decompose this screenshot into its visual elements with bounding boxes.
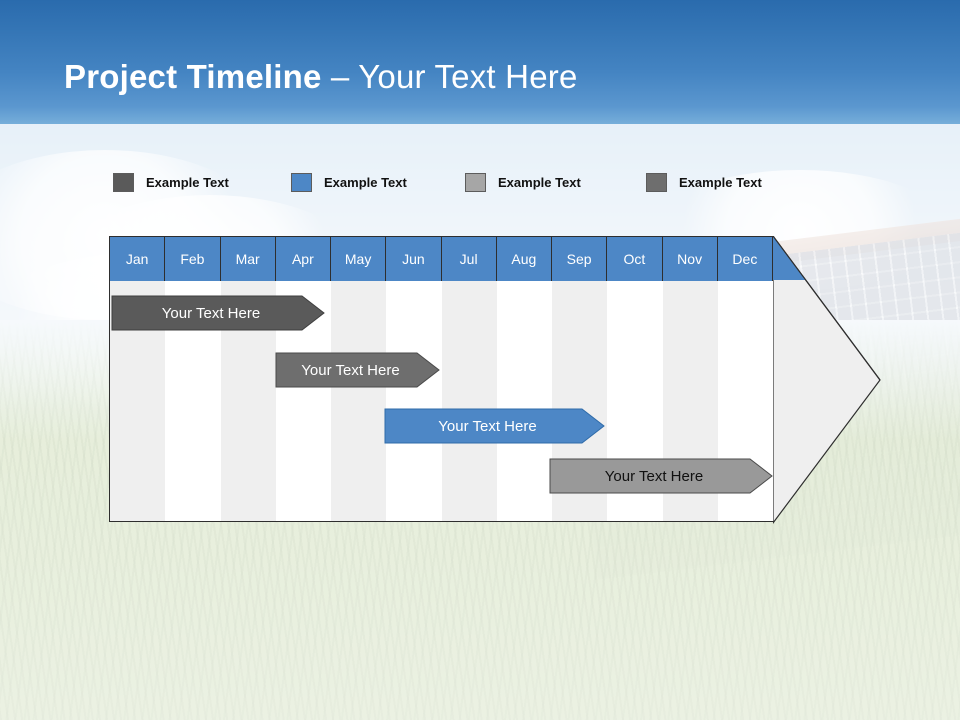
legend-swatch-icon [465,172,486,192]
task-bar-shape [549,458,773,494]
task-bar-label: Your Text Here [438,417,537,435]
task-bar-1[interactable]: Your Text Here [111,295,325,331]
task-bar-2[interactable]: Your Text Here [275,352,440,388]
timeline-column-jul: Jul [441,237,497,521]
legend-label: Example Text [146,174,229,190]
task-bar-shape [275,352,440,388]
timeline-column-aug: Aug [496,237,552,521]
legend-label: Example Text [679,174,762,190]
task-bar-4[interactable]: Your Text Here [549,458,773,494]
legend-item-2[interactable]: Example Text [291,170,407,194]
page-title-separator: – [321,58,359,95]
legend-item-3[interactable]: Example Text [465,170,581,194]
timeline-column-mar: Mar [220,237,276,521]
arrowhead-shape [772,234,881,525]
month-header-sep[interactable]: Sep [552,237,608,281]
timeline-arrowhead [772,234,881,525]
title-bar: Project Timeline – Your Text Here [0,0,960,124]
task-bar-shape [384,408,605,444]
legend-swatch-icon [113,172,134,192]
month-header-jan[interactable]: Jan [110,237,166,281]
month-header-nov[interactable]: Nov [662,237,718,281]
month-header-may[interactable]: May [331,237,387,281]
month-header-feb[interactable]: Feb [165,237,221,281]
month-header-mar[interactable]: Mar [220,237,276,281]
legend-item-1[interactable]: Example Text [113,170,229,194]
legend-label: Example Text [324,174,407,190]
month-header-apr[interactable]: Apr [275,237,331,281]
task-bar-label: Your Text Here [161,304,261,322]
month-header-jul[interactable]: Jul [441,237,497,281]
timeline-column-feb: Feb [165,237,221,521]
timeline-column-jan: Jan [110,237,166,521]
page-title-strong: Project Timeline [64,58,322,95]
page-title-light: Your Text Here [358,58,578,95]
page-title: Project Timeline – Your Text Here [64,58,578,96]
month-header-aug[interactable]: Aug [496,237,552,281]
month-header-dec[interactable]: Dec [717,237,773,281]
task-bar-shape [111,295,325,331]
task-bar-3[interactable]: Your Text Here [384,408,605,444]
month-header-oct[interactable]: Oct [607,237,663,281]
legend-label: Example Text [498,174,581,190]
legend-item-4[interactable]: Example Text [646,170,762,194]
task-bar-label: Your Text Here [301,361,400,379]
legend: Example Text Example Text Example Text Exam… [113,170,833,194]
month-header-jun[interactable]: Jun [386,237,442,281]
legend-swatch-icon [646,172,667,192]
task-bar-label: Your Text Here [604,467,704,485]
legend-swatch-icon [291,172,312,192]
